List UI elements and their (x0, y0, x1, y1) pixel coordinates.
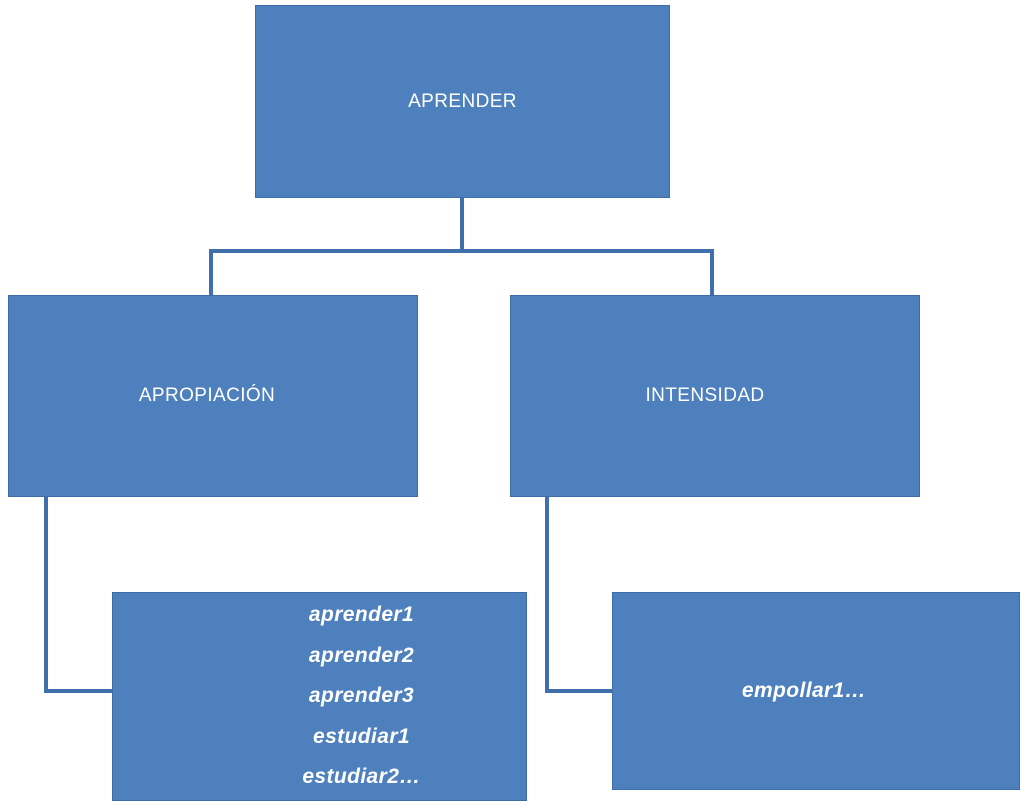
sense-list: aprender1 aprender2 aprender3 estudiar1 estu… (302, 600, 420, 792)
node-leaf-apropiacion-senses[interactable]: aprender1 aprender2 aprender3 estudiar1 estu… (112, 592, 527, 801)
node-aprender-label: APRENDER (408, 90, 517, 112)
sense-list-item: aprender1 (308, 603, 415, 627)
node-intensidad[interactable]: INTENSIDAD (510, 295, 920, 497)
node-leaf-intensidad-label: empollar1… (741, 678, 867, 702)
connector-drop-right (710, 249, 714, 297)
connector-elbow-right-horizontal (545, 689, 614, 693)
connector-root-stem (460, 198, 464, 253)
node-apropiacion[interactable]: APROPIACIÓN (8, 295, 418, 497)
connector-elbow-right-vertical (545, 497, 549, 693)
node-leaf-intensidad-senses[interactable]: empollar1… (612, 592, 1020, 790)
connector-horizontal-bus (209, 249, 714, 253)
sense-list-item: aprender2 (308, 643, 415, 667)
connector-drop-left (209, 249, 213, 297)
connector-elbow-left-vertical (44, 497, 48, 693)
node-aprender[interactable]: APRENDER (255, 5, 670, 198)
node-apropiacion-label: APROPIACIÓN (138, 385, 276, 407)
node-intensidad-label: INTENSIDAD (645, 385, 765, 407)
connector-elbow-left-horizontal (44, 689, 114, 693)
sense-list-item: aprender3 (308, 684, 415, 708)
sense-list-item: estudiar1 (313, 724, 410, 748)
sense-list-item: estudiar2… (302, 765, 421, 789)
